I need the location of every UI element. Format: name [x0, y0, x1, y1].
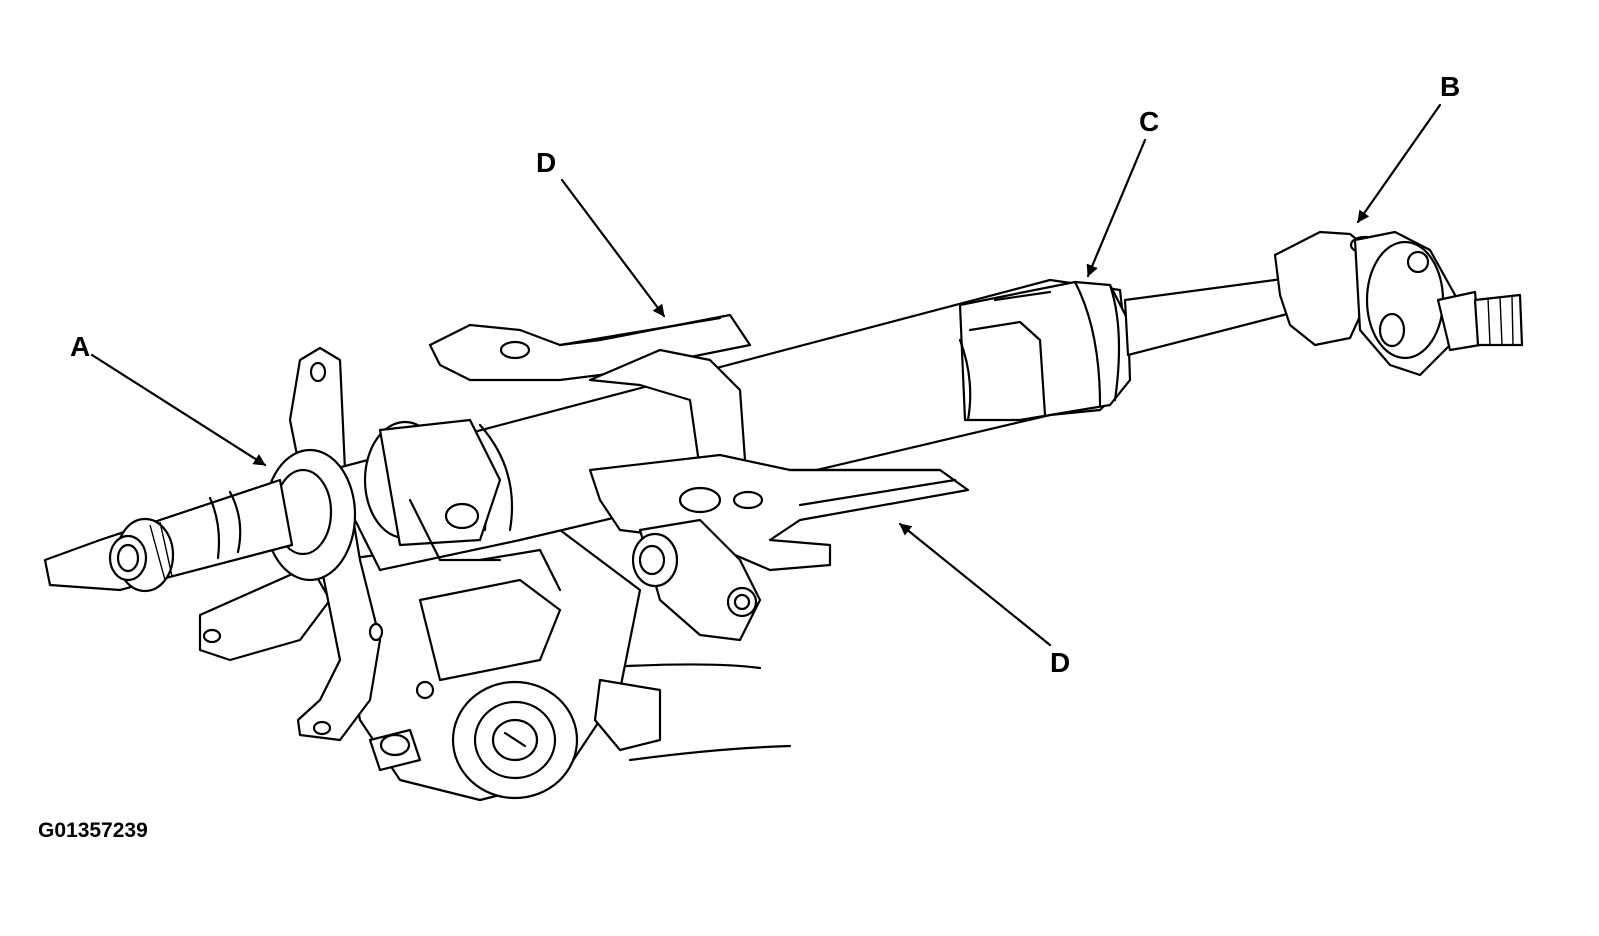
- leader-a: [90, 353, 267, 467]
- universal-joint: [1273, 230, 1524, 377]
- mounting-rail-top: [428, 313, 752, 472]
- ignition-switch-housing: [338, 528, 662, 802]
- callout-c: C: [1139, 106, 1159, 137]
- leader-d-top: [560, 178, 666, 318]
- figure-id: G01357239: [38, 819, 148, 842]
- tilt-bolt: [631, 518, 762, 642]
- leader-c: [1086, 138, 1147, 278]
- callout-d-bottom: D: [1050, 647, 1070, 678]
- mounting-rail-bottom: [588, 453, 970, 572]
- callout-d-top: D: [536, 147, 556, 178]
- shaft-collar: [363, 418, 502, 562]
- callout-a: A: [70, 331, 90, 362]
- upper-shaft: [1123, 276, 1297, 357]
- steering-shaft-spline: [43, 448, 357, 593]
- leader-lines: [90, 103, 1442, 647]
- callout-b: B: [1440, 71, 1460, 102]
- leader-b: [1356, 103, 1442, 224]
- leader-d-bottom: [898, 522, 1052, 647]
